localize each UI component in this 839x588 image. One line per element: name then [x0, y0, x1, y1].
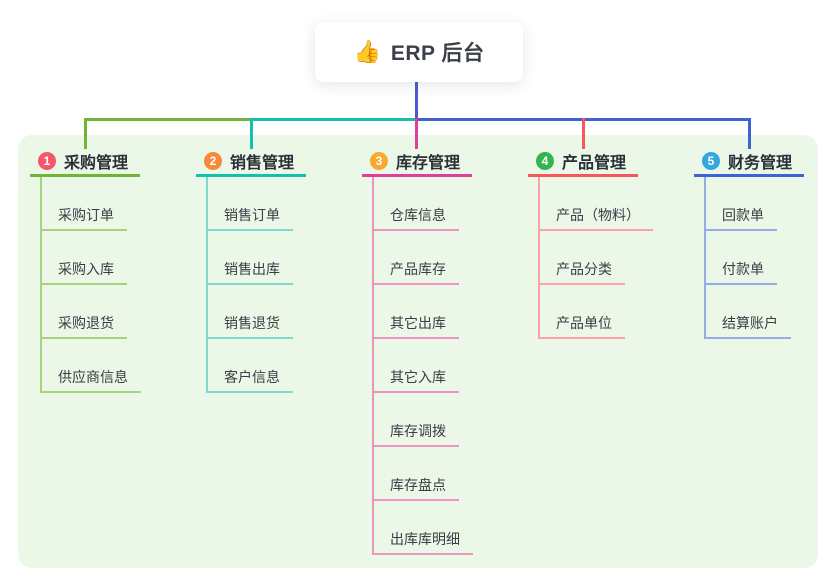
node-item[interactable]: 产品库存 — [374, 231, 473, 285]
connector-drop-inventory — [415, 118, 418, 149]
root-node[interactable]: 👍 ERP 后台 — [315, 22, 523, 82]
branch-title: 采购管理 — [64, 154, 129, 172]
branch-sales-header[interactable]: 2 销售管理 — [196, 147, 306, 177]
branch-number-badge: 4 — [536, 151, 554, 170]
branch-finance: 5 财务管理 回款单 付款单 结算账户 — [694, 147, 804, 339]
node-item[interactable]: 产品（物料） — [540, 177, 653, 231]
branch-number-badge: 3 — [370, 151, 388, 170]
branch-sales: 2 销售管理 销售订单 销售出库 销售退货 客户信息 — [196, 147, 306, 393]
connector-drop-procurement — [84, 118, 87, 149]
node-item[interactable]: 库存盘点 — [374, 447, 473, 501]
connector-drop-sales — [250, 118, 253, 149]
node-item[interactable]: 库存调拨 — [374, 393, 473, 447]
root-title: ERP 后台 — [390, 42, 485, 65]
branch-procurement-items: 采购订单 采购入库 采购退货 供应商信息 — [40, 177, 141, 393]
connector-horizontal-teal — [250, 118, 416, 121]
branch-sales-items: 销售订单 销售出库 销售退货 客户信息 — [206, 177, 293, 393]
branch-product: 4 产品管理 产品（物料） 产品分类 产品单位 — [528, 147, 653, 339]
branch-title: 销售管理 — [230, 154, 295, 172]
connector-root-drop — [415, 82, 418, 121]
thumbs-up-icon: 👍 — [353, 39, 381, 64]
node-item[interactable]: 结算账户 — [706, 285, 791, 339]
node-item[interactable]: 产品分类 — [540, 231, 653, 285]
branch-inventory: 3 库存管理 仓库信息 产品库存 其它出库 其它入库 库存调拨 库存盘点 出库库… — [362, 147, 473, 555]
node-item[interactable]: 出库库明细 — [374, 501, 473, 555]
branch-procurement: 1 采购管理 采购订单 采购入库 采购退货 供应商信息 — [30, 147, 141, 393]
node-item[interactable]: 销售退货 — [208, 285, 293, 339]
branch-finance-items: 回款单 付款单 结算账户 — [704, 177, 791, 339]
branch-finance-header[interactable]: 5 财务管理 — [694, 147, 804, 177]
node-item[interactable]: 回款单 — [706, 177, 791, 231]
node-item[interactable]: 产品单位 — [540, 285, 653, 339]
node-item[interactable]: 采购订单 — [42, 177, 141, 231]
branch-title: 库存管理 — [396, 154, 461, 172]
node-item[interactable]: 客户信息 — [208, 339, 293, 393]
branch-number-badge: 1 — [38, 151, 56, 170]
node-item[interactable]: 销售订单 — [208, 177, 293, 231]
branch-number-badge: 2 — [204, 151, 222, 170]
node-item[interactable]: 其它出库 — [374, 285, 473, 339]
node-item[interactable]: 仓库信息 — [374, 177, 473, 231]
branch-product-header[interactable]: 4 产品管理 — [528, 147, 638, 177]
branch-title: 财务管理 — [728, 154, 793, 172]
branch-title: 产品管理 — [562, 154, 627, 172]
node-item[interactable]: 采购退货 — [42, 285, 141, 339]
node-item[interactable]: 其它入库 — [374, 339, 473, 393]
node-item[interactable]: 销售出库 — [208, 231, 293, 285]
branch-product-items: 产品（物料） 产品分类 产品单位 — [538, 177, 653, 339]
node-item[interactable]: 采购入库 — [42, 231, 141, 285]
branch-inventory-header[interactable]: 3 库存管理 — [362, 147, 472, 177]
branch-procurement-header[interactable]: 1 采购管理 — [30, 147, 140, 177]
connector-drop-product — [582, 118, 585, 149]
node-item[interactable]: 付款单 — [706, 231, 791, 285]
mindmap-panel — [18, 135, 818, 568]
branch-inventory-items: 仓库信息 产品库存 其它出库 其它入库 库存调拨 库存盘点 出库库明细 — [372, 177, 473, 555]
connector-horizontal-green — [84, 118, 250, 121]
branch-number-badge: 5 — [702, 151, 720, 170]
node-item[interactable]: 供应商信息 — [42, 339, 141, 393]
connector-drop-finance — [748, 118, 751, 149]
